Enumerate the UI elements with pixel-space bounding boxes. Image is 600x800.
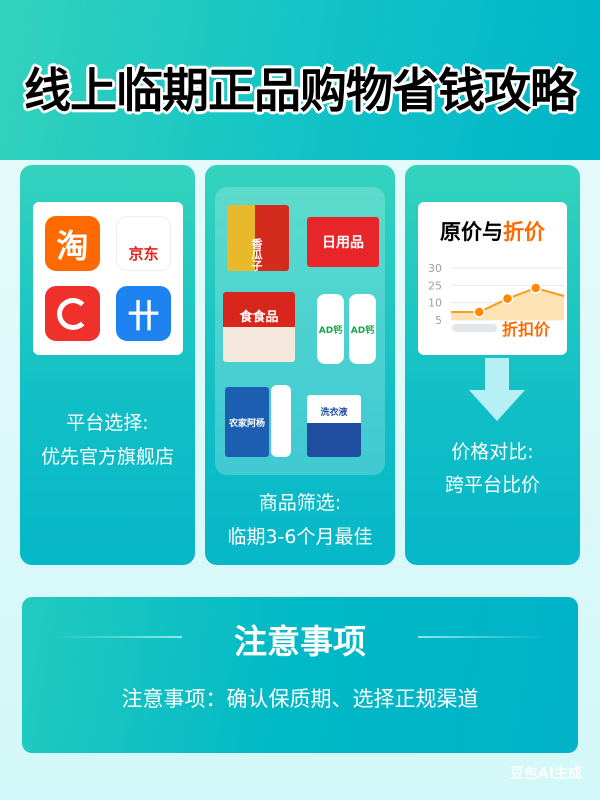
product-detergent: 洗衣液 [307, 395, 361, 457]
blue-app-icon: 卄 [116, 286, 171, 341]
taobao-icon: 淘 [45, 216, 100, 271]
notice-heading: 注意事项 [234, 622, 366, 661]
page-title: 线上临期正品购物省钱攻略 [24, 64, 577, 119]
platform-card: 淘 京东 卄 平台选择: 优先官方旗舰店 [20, 165, 195, 565]
y-tick-label: 25 [428, 279, 442, 292]
price-chart: 30 25 10 5 [428, 262, 565, 327]
product-ad-milk-1: AD钙 [317, 294, 344, 364]
price-point [530, 282, 542, 294]
product-bottle [271, 385, 291, 457]
product-label: 商品筛选: [258, 492, 342, 514]
platform-label: 平台选择: [66, 412, 149, 434]
red-app-icon [45, 286, 100, 341]
header-banner: 线上临期正品购物省钱攻略 [0, 0, 600, 160]
product-cereal: 农家阿杨 [225, 387, 269, 457]
legend-bar [452, 324, 497, 332]
divider-left [52, 636, 182, 638]
price-card: 原价与折价 30 25 10 5 折扣价 价格对比: 跨平台比价 [405, 165, 580, 565]
product-card: 香瓜子 日用品 食食品 AD钙 AD钙 农家阿杨 洗衣液 商品筛选: 临期3-6… [205, 165, 395, 565]
divider-right [418, 636, 548, 638]
notice-card: 注意事项 注意事项：确认保质期、选择正规渠道 [22, 597, 578, 753]
jd-icon: 京东 [116, 216, 171, 271]
y-tick-label: 30 [428, 262, 442, 275]
notice-text: 注意事项：确认保质期、选择正规渠道 [121, 687, 479, 711]
product-ad-milk-2: AD钙 [349, 294, 376, 364]
product-snack: 食食品 [223, 292, 295, 362]
price-chart-box: 原价与折价 30 25 10 5 折扣价 [418, 202, 567, 355]
price-point [501, 292, 514, 305]
product-daily: 日用品 [307, 217, 379, 267]
product-panel: 香瓜子 日用品 食食品 AD钙 AD钙 农家阿杨 洗衣液 [215, 187, 385, 475]
price-label: 价格对比: [451, 441, 534, 463]
price-point [473, 306, 485, 318]
down-arrow-icon [469, 358, 525, 421]
chart-title: 原价与折价 [440, 220, 545, 244]
y-tick-label: 5 [435, 314, 442, 327]
y-tick-label: 10 [428, 297, 442, 310]
price-desc: 跨平台比价 [444, 474, 540, 496]
chart-legend: 折扣价 [502, 320, 551, 339]
platform-desc: 优先官方旗舰店 [40, 446, 174, 468]
app-icons-box: 淘 京东 卄 [33, 202, 183, 355]
watermark: 豆包AI生成 [509, 766, 582, 782]
product-desc: 临期3-6个月最佳 [227, 526, 373, 548]
product-seeds: 香瓜子 [227, 205, 289, 271]
